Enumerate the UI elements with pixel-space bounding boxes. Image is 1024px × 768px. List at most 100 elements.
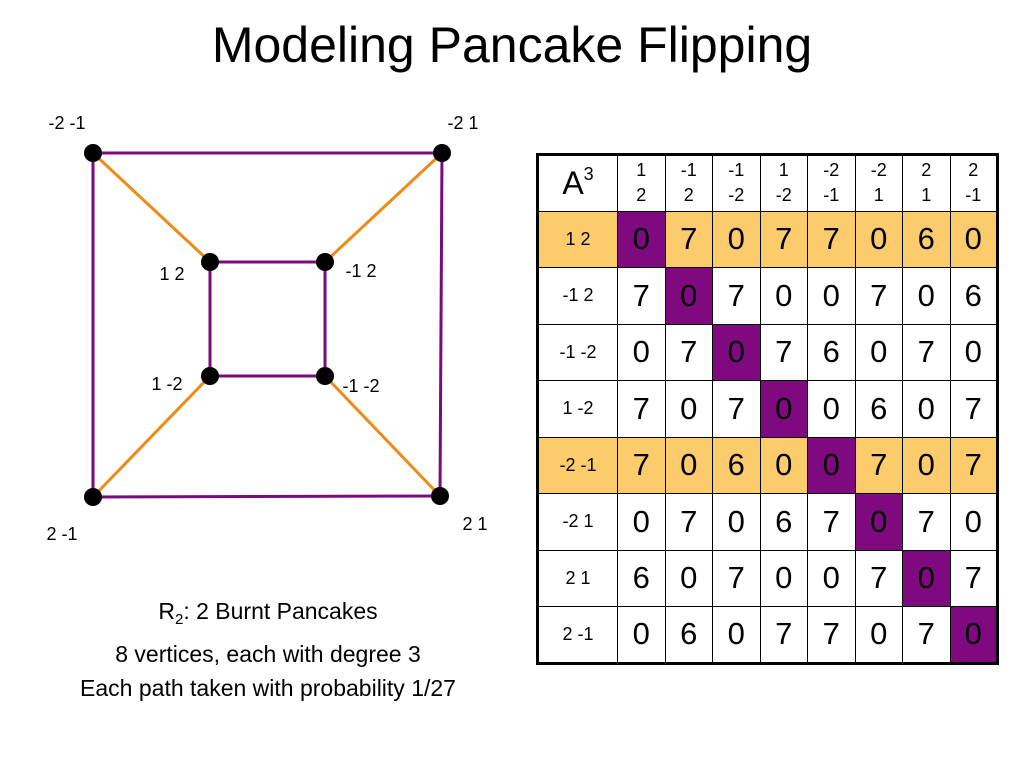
- matrix-diagonal-cell: 0: [807, 436, 856, 494]
- matrix-row-header: -2 1: [537, 493, 618, 551]
- matrix-cell: 7: [949, 380, 998, 438]
- matrix-cell: 7: [617, 436, 666, 494]
- matrix-cell: 7: [949, 436, 998, 494]
- graph-vertex-label-outer_br: 2 1: [462, 514, 487, 534]
- matrix-cell: 7: [807, 606, 856, 664]
- matrix-cell: 0: [759, 436, 808, 494]
- matrix-cell: 7: [712, 267, 761, 325]
- matrix-cell: 7: [854, 267, 903, 325]
- matrix-cell: 7: [617, 267, 666, 325]
- caption-line-2: 8 vertices, each with degree 3: [115, 641, 421, 667]
- pancake-graph: -2 -1-2 12 12 -11 2-1 2-1 -21 -2: [46, 113, 487, 544]
- matrix-col-header-line: -2: [728, 185, 745, 206]
- matrix-diagonal-cell: 0: [712, 323, 761, 381]
- matrix-col-header-line: -2: [775, 185, 792, 206]
- graph-vertex-label-inner_tl: 1 2: [159, 264, 184, 284]
- graph-vertex-inner_br: [316, 367, 334, 385]
- matrix-cell: 0: [617, 606, 666, 664]
- matrix-col-header-line: 2: [921, 160, 932, 181]
- matrix-cell: 0: [902, 436, 951, 494]
- matrix-cell: 7: [902, 323, 951, 381]
- matrix-exponent: 3: [583, 164, 594, 185]
- matrix-col-header-line: 2: [683, 185, 694, 206]
- caption-line-3: Each path taken with probability 1/27: [80, 675, 456, 701]
- graph-vertex-label-outer_tl: -2 -1: [48, 113, 85, 133]
- matrix-cell: 7: [617, 380, 666, 438]
- matrix-cell: 0: [902, 267, 951, 325]
- graph-edge-outer_bl-inner_bl: [91, 374, 212, 499]
- matrix-symbol: A: [562, 165, 584, 202]
- matrix-row-header: 2 1: [537, 549, 618, 607]
- matrix-col-header-7: 2-1: [949, 154, 998, 212]
- matrix-row-header: 1 -2: [537, 380, 618, 438]
- matrix-row-header: -2 -1: [537, 436, 618, 494]
- matrix-diagonal-cell: 0: [902, 549, 951, 607]
- graph-vertex-label-inner_bl: 1 -2: [151, 374, 182, 394]
- matrix-col-header-line: -2: [870, 160, 887, 181]
- matrix-col-header-line: -1: [728, 160, 745, 181]
- matrix-cell: 7: [712, 549, 761, 607]
- matrix-cell: 0: [854, 606, 903, 664]
- matrix-cell: 7: [664, 323, 713, 381]
- graph-edge-outer_tl-inner_tl: [91, 151, 212, 264]
- matrix-cell: 0: [617, 323, 666, 381]
- matrix-cell: 7: [949, 549, 998, 607]
- graph-vertex-label-outer_bl: 2 -1: [46, 524, 77, 544]
- matrix-cell: 7: [902, 606, 951, 664]
- matrix-cell: 7: [902, 493, 951, 551]
- matrix-cell: 6: [617, 549, 666, 607]
- matrix-col-header-2: -1-2: [712, 154, 761, 212]
- matrix-col-header-line: 1: [636, 160, 647, 181]
- graph-vertex-inner_bl: [201, 367, 219, 385]
- matrix-cell: 0: [712, 210, 761, 268]
- matrix-cell: 7: [807, 493, 856, 551]
- graph-edge-outer_tr-inner_tr: [323, 151, 444, 264]
- graph-vertex-inner_tr: [316, 253, 334, 271]
- matrix-cell: 0: [807, 267, 856, 325]
- matrix-cell: 7: [664, 210, 713, 268]
- page-title: Modeling Pancake Flipping: [211, 17, 813, 73]
- graph-vertex-outer_bl: [84, 488, 102, 506]
- caption-r-symbol: R: [158, 598, 175, 624]
- graph-vertex-outer_tl: [84, 144, 102, 162]
- graph-vertex-label-outer_tr: -2 1: [447, 113, 478, 133]
- matrix-cell: 7: [807, 210, 856, 268]
- matrix-cell: 0: [712, 606, 761, 664]
- matrix-row-header: -1 2: [537, 267, 618, 325]
- graph-vertex-label-inner_tr: -1 2: [345, 261, 376, 281]
- matrix-cell: 6: [712, 436, 761, 494]
- matrix-cell: 7: [854, 436, 903, 494]
- matrix-cell: 7: [664, 493, 713, 551]
- graph-vertex-outer_br: [431, 487, 449, 505]
- matrix-cell: 6: [807, 323, 856, 381]
- matrix-col-header-line: -2: [823, 160, 840, 181]
- matrix-row-header: 2 -1: [537, 606, 618, 664]
- matrix-cell: 0: [902, 380, 951, 438]
- matrix-col-header-3: 1-2: [759, 154, 808, 212]
- matrix-diagonal-cell: 0: [617, 210, 666, 268]
- matrix-cell: 0: [807, 380, 856, 438]
- matrix-cell: 0: [759, 267, 808, 325]
- matrix-cell: 0: [664, 436, 713, 494]
- graph-vertex-inner_tl: [201, 253, 219, 271]
- matrix-cell: 6: [902, 210, 951, 268]
- matrix-corner-label: A3: [537, 154, 618, 212]
- caption: R2: 2 Burnt Pancakes 8 vertices, each wi…: [18, 594, 518, 705]
- matrix-cell: 0: [617, 493, 666, 551]
- caption-line-1: R2: 2 Burnt Pancakes: [18, 594, 518, 637]
- matrix-col-header-line: -1: [965, 185, 982, 206]
- matrix-col-header-line: 2: [968, 160, 979, 181]
